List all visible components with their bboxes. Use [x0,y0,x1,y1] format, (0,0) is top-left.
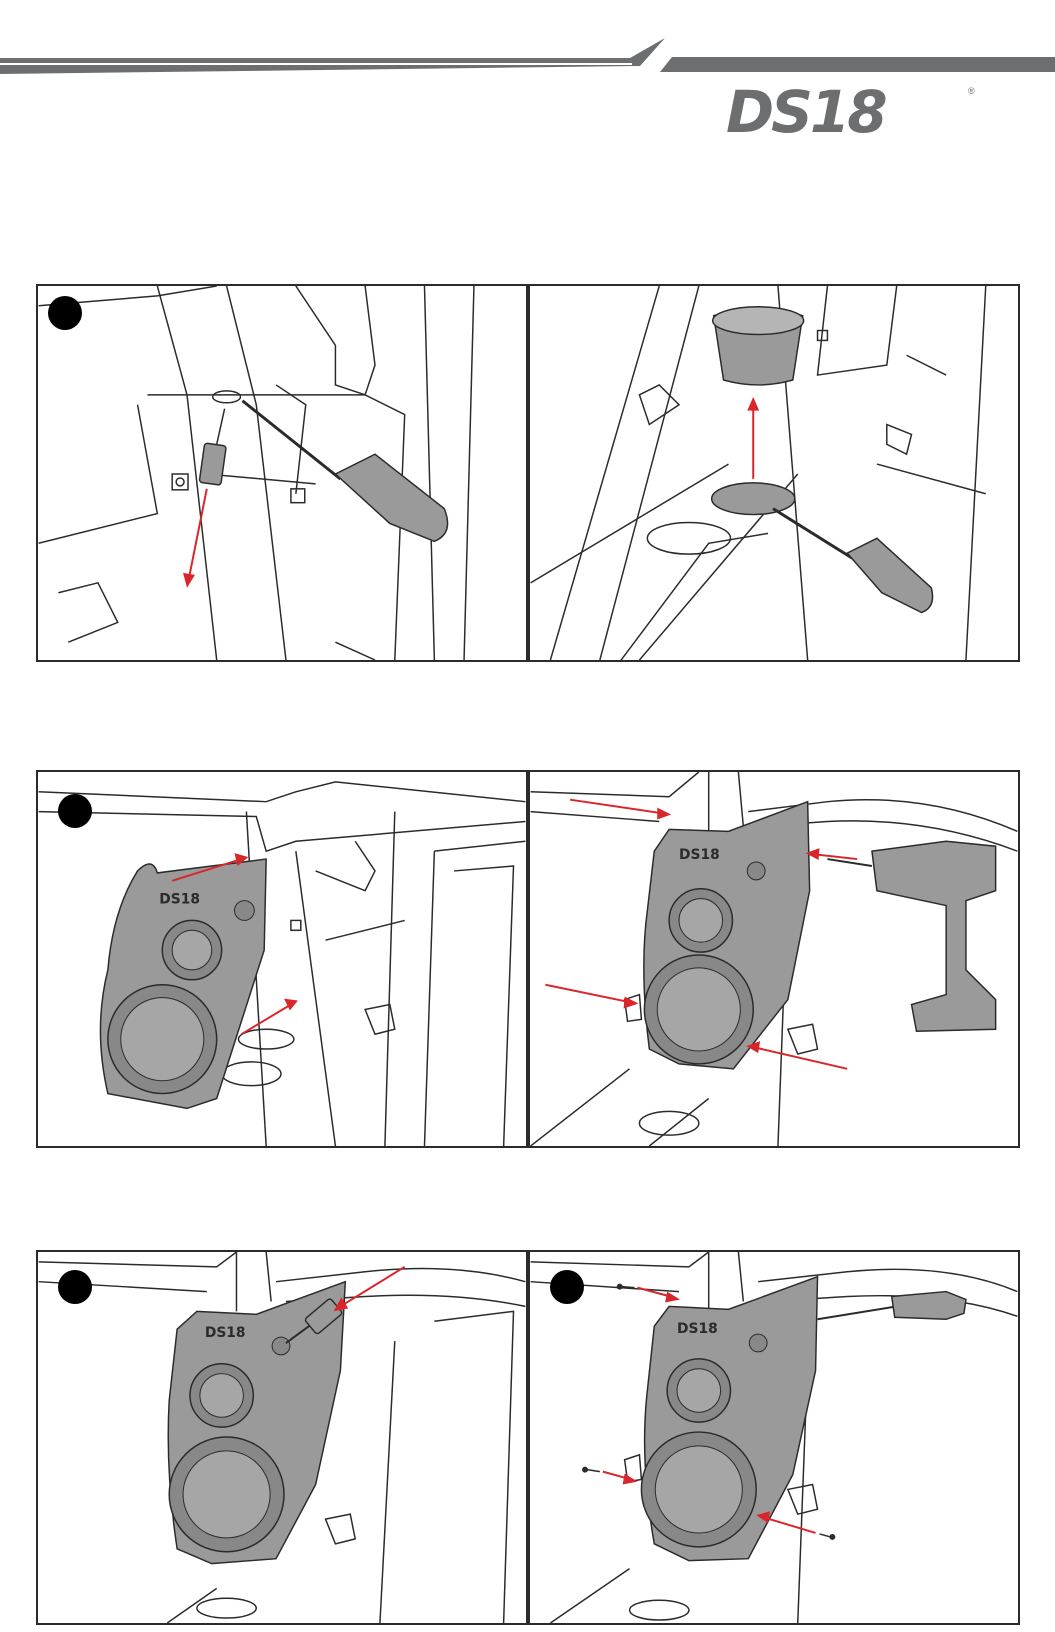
panel-step3-insert-bit: DS18 [36,1250,528,1625]
pod-logo: DS18 [159,892,200,908]
panel-step1-remove-screw [36,284,528,662]
step-marker-2 [58,794,92,828]
panel-step2-drill-holes: DS18 [528,770,1020,1148]
illustration-insert-bit: DS18 [38,1252,526,1623]
panel-step1-remove-cupholder [528,284,1020,662]
step-marker-3 [58,1270,92,1304]
illustration-remove-screw [38,286,526,660]
illustration-fasten-screws: DS18 [530,1252,1018,1623]
registered-mark: ® [968,86,975,96]
step-marker-1 [48,296,82,330]
illustration-remove-cupholder [530,286,1018,660]
panel-step3-fasten-screws: DS18 [528,1250,1020,1625]
step-marker-4 [550,1270,584,1304]
illustration-drill-holes: DS18 [530,772,1018,1146]
pod-logo-2: DS18 [679,847,720,863]
panel-step2-position-pod: DS18 [36,770,528,1148]
illustration-position-pod: DS18 [38,772,526,1146]
pod-logo-4: DS18 [677,1321,718,1337]
brand-logo: DS18 [726,82,966,142]
pod-logo-3: DS18 [205,1325,246,1341]
